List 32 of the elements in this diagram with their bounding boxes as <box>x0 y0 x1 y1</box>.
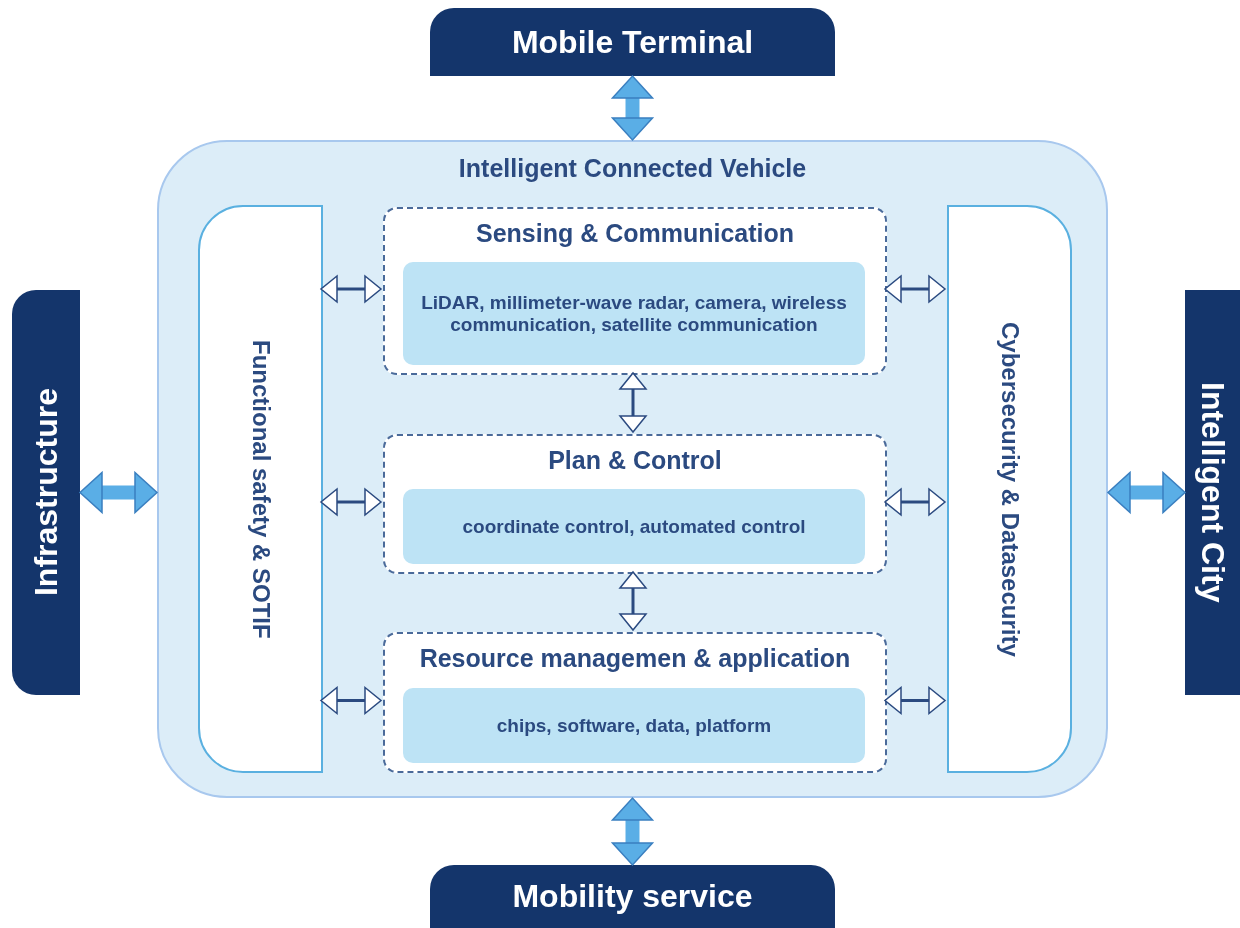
detail-box <box>403 262 865 365</box>
double-arrow <box>611 75 654 141</box>
node-label: Mobility service <box>512 878 753 915</box>
node-label: Cybersecurity & Datasecurity <box>995 321 1024 657</box>
module-box <box>383 632 887 773</box>
double-arrow <box>1107 471 1186 514</box>
side-bar-box <box>947 205 1072 773</box>
terminal-box <box>12 290 80 695</box>
detail-text: chips, software, data, platform <box>496 714 772 737</box>
heading: Resource managemen & application <box>419 644 851 673</box>
node-label: Intelligent City <box>1194 382 1231 603</box>
double-arrow <box>619 571 647 631</box>
heading: Plan & Control <box>548 446 722 475</box>
terminal-box <box>430 865 835 928</box>
heading: Sensing & Communication <box>475 219 795 248</box>
side-bar-box <box>198 205 323 773</box>
heading: Intelligent Connected Vehicle <box>458 154 807 183</box>
double-arrow <box>611 797 654 866</box>
terminal-box <box>430 8 835 76</box>
double-arrow <box>619 372 647 433</box>
detail-box <box>403 489 865 564</box>
double-arrow <box>79 471 158 514</box>
detail-box <box>403 688 865 763</box>
detail-text: LiDAR, millimeter-wave radar, camera, wireless communication, satellite communication <box>420 291 848 336</box>
module-box <box>383 434 887 574</box>
terminal-box <box>1185 290 1240 695</box>
node-label: Infrastructure <box>27 388 65 597</box>
module-box <box>383 207 887 375</box>
node-label: Functional safety & SOTIF <box>246 339 275 639</box>
detail-text: coordinate control, automated control <box>462 515 806 538</box>
node-label: Mobile Terminal <box>511 23 754 61</box>
vehicle-panel <box>157 140 1108 798</box>
